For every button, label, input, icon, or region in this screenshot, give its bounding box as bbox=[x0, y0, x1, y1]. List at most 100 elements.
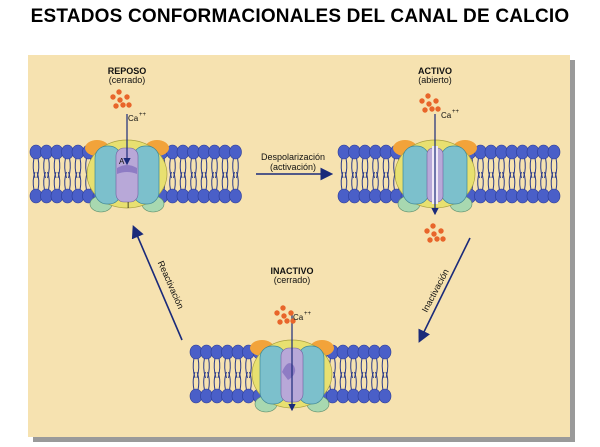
lipid-tail bbox=[519, 171, 526, 191]
lipid-tail bbox=[372, 157, 379, 179]
lipid-tail bbox=[169, 171, 176, 191]
lipid-tail bbox=[74, 157, 82, 179]
lipid-tail bbox=[360, 357, 368, 379]
lipid-tail bbox=[351, 171, 358, 191]
calcium-channel-activo bbox=[393, 114, 477, 216]
calcium-ion bbox=[280, 305, 286, 311]
depolarization-label: Despolarización bbox=[261, 152, 325, 162]
lipid-tail bbox=[529, 157, 537, 179]
calcium-ion bbox=[277, 319, 283, 325]
calcium-ion bbox=[284, 318, 290, 324]
ca-charge-activo: ++ bbox=[452, 109, 460, 115]
calcium-ion bbox=[419, 98, 425, 104]
lipid-tail bbox=[487, 157, 495, 179]
lipid-tail bbox=[372, 171, 379, 191]
lipid-head bbox=[229, 144, 242, 160]
lipid-tail bbox=[234, 371, 242, 391]
activation-gate-label: A bbox=[119, 157, 125, 166]
lipid-tail bbox=[32, 157, 40, 179]
activation-gate bbox=[117, 165, 137, 174]
ca-charge-inactivo: ++ bbox=[304, 311, 312, 317]
calcium-ion bbox=[113, 103, 119, 109]
calcium-ion bbox=[429, 106, 435, 112]
calcium-ion bbox=[430, 223, 436, 229]
lipid-tail bbox=[519, 157, 526, 179]
lipid-tail bbox=[192, 357, 200, 379]
ion-cluster-reposo bbox=[110, 89, 132, 109]
lipid-tail bbox=[340, 171, 348, 191]
lipid-tail bbox=[381, 371, 389, 391]
calcium-ion bbox=[290, 318, 296, 324]
calcium-ion bbox=[117, 97, 123, 103]
lipid-tail bbox=[224, 357, 231, 379]
lipid-tail bbox=[169, 157, 176, 179]
calcium-ion bbox=[427, 237, 433, 243]
lipid-tail bbox=[74, 171, 82, 191]
lipid-tail bbox=[211, 171, 218, 191]
page-title: ESTADOS CONFORMACIONALES DEL CANAL DE CA… bbox=[30, 6, 570, 27]
lipid-tail bbox=[221, 171, 229, 191]
ca-label-reposo: Ca bbox=[128, 114, 139, 123]
lipid-tail bbox=[203, 371, 210, 391]
lipid-tail bbox=[361, 171, 369, 191]
lipid-tail bbox=[213, 371, 221, 391]
lipid-tail bbox=[203, 357, 210, 379]
lipid-tail bbox=[179, 171, 187, 191]
ca-charge-reposo: ++ bbox=[139, 112, 147, 118]
lipid-tail bbox=[53, 157, 61, 179]
channel-subunit bbox=[402, 145, 430, 205]
lipid-tail bbox=[232, 171, 239, 191]
lipid-tail bbox=[550, 157, 558, 179]
calcium-ion bbox=[435, 106, 441, 112]
lipid-tail bbox=[245, 371, 252, 391]
lipid-tail bbox=[339, 371, 347, 391]
calcium-ion bbox=[126, 102, 132, 108]
lipid-tail bbox=[477, 171, 484, 191]
inactivation-gate-label: I bbox=[127, 201, 129, 210]
lipid-tail bbox=[351, 157, 358, 179]
lipid-tail bbox=[371, 357, 378, 379]
lipid-tail bbox=[190, 171, 197, 191]
lipid-tail bbox=[540, 157, 547, 179]
lipid-tail bbox=[498, 157, 505, 179]
inactivo-title: INACTIVO bbox=[270, 266, 313, 276]
channel-subunit bbox=[440, 145, 468, 205]
lipid-tail bbox=[179, 157, 187, 179]
ca-label-inactivo: Ca bbox=[293, 313, 304, 322]
inactivation-arrow bbox=[418, 237, 471, 343]
reactivation-arrow bbox=[131, 225, 183, 341]
calcium-ion bbox=[426, 101, 432, 107]
lipid-tail bbox=[213, 357, 221, 379]
calcium-channel-inactivo bbox=[250, 314, 334, 413]
calcium-ion bbox=[274, 310, 280, 316]
calcium-ion bbox=[434, 236, 440, 242]
calcium-ion bbox=[110, 94, 116, 100]
lipid-head bbox=[229, 188, 242, 204]
calcium-ion bbox=[425, 93, 431, 99]
lipid-tail bbox=[360, 371, 368, 391]
lipid-tail bbox=[200, 171, 208, 191]
lipid-head bbox=[547, 144, 561, 160]
lipid-tail bbox=[339, 357, 347, 379]
calcium-ion bbox=[433, 98, 439, 104]
lipid-tail bbox=[53, 171, 61, 191]
activo-subtitle: (abierto) bbox=[418, 75, 452, 85]
lipid-tail bbox=[340, 157, 348, 179]
lipid-head bbox=[378, 388, 392, 404]
lipid-tail bbox=[508, 171, 516, 191]
calcium-channel-reposo bbox=[85, 114, 169, 213]
lipid-tail bbox=[477, 157, 484, 179]
lipid-tail bbox=[529, 171, 537, 191]
lipid-tail bbox=[43, 157, 50, 179]
lipid-head bbox=[378, 344, 392, 360]
lipid-tail bbox=[64, 171, 71, 191]
activo-title: ACTIVO bbox=[418, 66, 452, 76]
calcium-ion bbox=[438, 228, 444, 234]
lipid-tail bbox=[361, 157, 369, 179]
lipid-head bbox=[547, 188, 561, 204]
reactivation-label: Reactivación bbox=[156, 259, 186, 310]
lipid-tail bbox=[550, 171, 558, 191]
calcium-ion bbox=[281, 313, 287, 319]
lipid-tail bbox=[498, 171, 505, 191]
